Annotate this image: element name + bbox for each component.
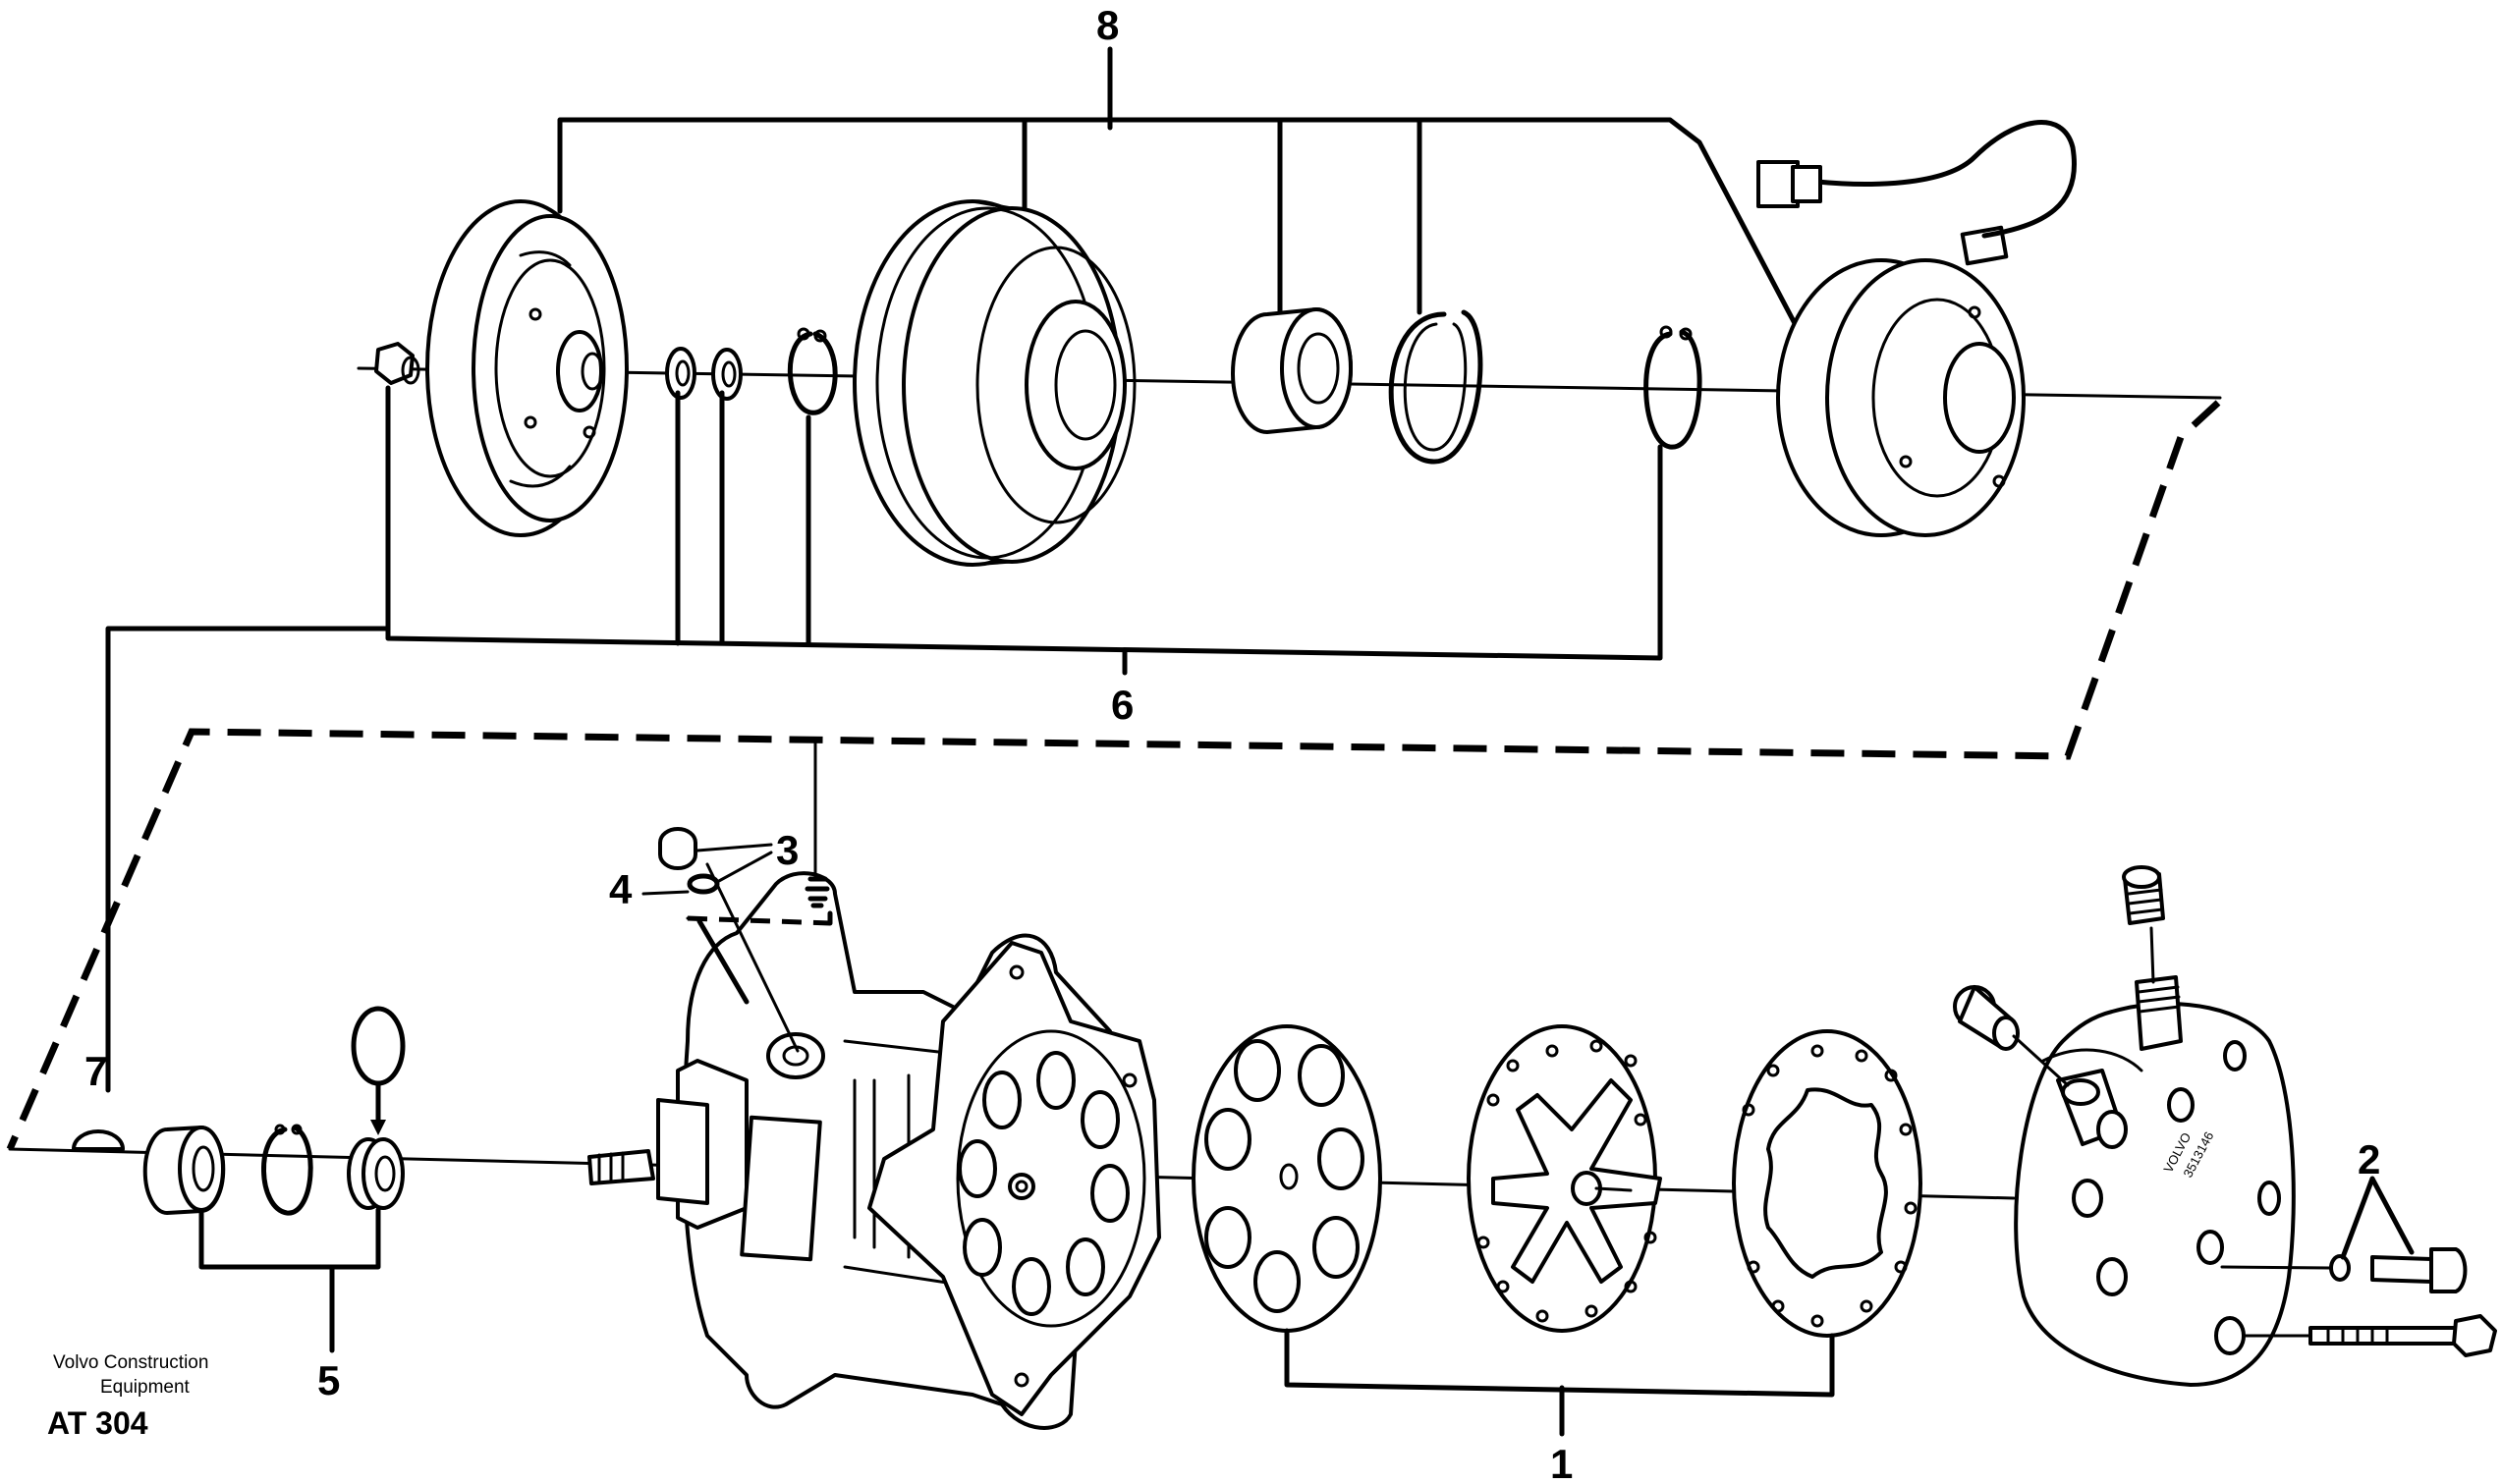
- callout-1: 1: [1550, 1441, 1573, 1484]
- screw-icon: [695, 843, 830, 908]
- key-icon: [72, 1129, 125, 1151]
- leader-group-1: [1284, 1328, 1835, 1398]
- snap-ring-icon: [787, 327, 838, 415]
- bearing-icon: [1231, 307, 1353, 434]
- divider-dashed-line: [6, 400, 2221, 1151]
- snap-ring-icon: [1388, 309, 1483, 465]
- callout-7: 7: [84, 1048, 107, 1094]
- callout-4: 4: [609, 866, 633, 912]
- seal-ring-icon: [347, 1006, 406, 1210]
- clutch-plate-icon: [425, 199, 629, 537]
- shim-icon: [665, 347, 743, 401]
- caption-line-2: Equipment: [100, 1377, 191, 1398]
- snap-ring-icon: [1643, 325, 1702, 450]
- bolt-icon: [2220, 1247, 2468, 1293]
- callout-6: 6: [1111, 682, 1134, 728]
- leader-group-8: [557, 46, 1801, 332]
- connector-icon: [1756, 120, 2077, 266]
- cylinder-head-icon: VOLVO 3513146: [2014, 975, 2296, 1387]
- gasket-icon: [1732, 1029, 1922, 1338]
- leader-line: [696, 918, 750, 1005]
- nut-icon: [374, 342, 420, 385]
- snap-ring-icon: [261, 1124, 313, 1216]
- caption-line-1: Volvo Construction: [53, 1352, 208, 1373]
- leader-line: [641, 890, 690, 896]
- figure-code: AT 304: [47, 1405, 148, 1441]
- callout-8: 8: [1096, 2, 1119, 48]
- bolt-icon: [2243, 1314, 2497, 1357]
- pulley-icon: [853, 199, 1137, 567]
- seal-icon: [142, 1126, 226, 1215]
- valve-plate-icon: [1192, 1024, 1382, 1333]
- cap-icon: [2122, 865, 2165, 925]
- leader-group-6: [105, 385, 1663, 1093]
- oil-plug-icon: [658, 827, 800, 1053]
- reed-valve-icon: [1467, 1024, 1662, 1333]
- leader-line: [2149, 926, 2155, 984]
- callout-5: 5: [317, 1357, 340, 1403]
- leader-group-5: [198, 1207, 381, 1270]
- compressor-body-icon: [587, 871, 1161, 1430]
- callout-2: 2: [2358, 1136, 2380, 1182]
- magnetic-coil-icon: [1776, 258, 2026, 537]
- dashed-bracket: [687, 915, 831, 926]
- cap-icon: [1953, 985, 2070, 1087]
- leader-group-2: [2340, 1176, 2415, 1260]
- callout-3: 3: [776, 827, 799, 873]
